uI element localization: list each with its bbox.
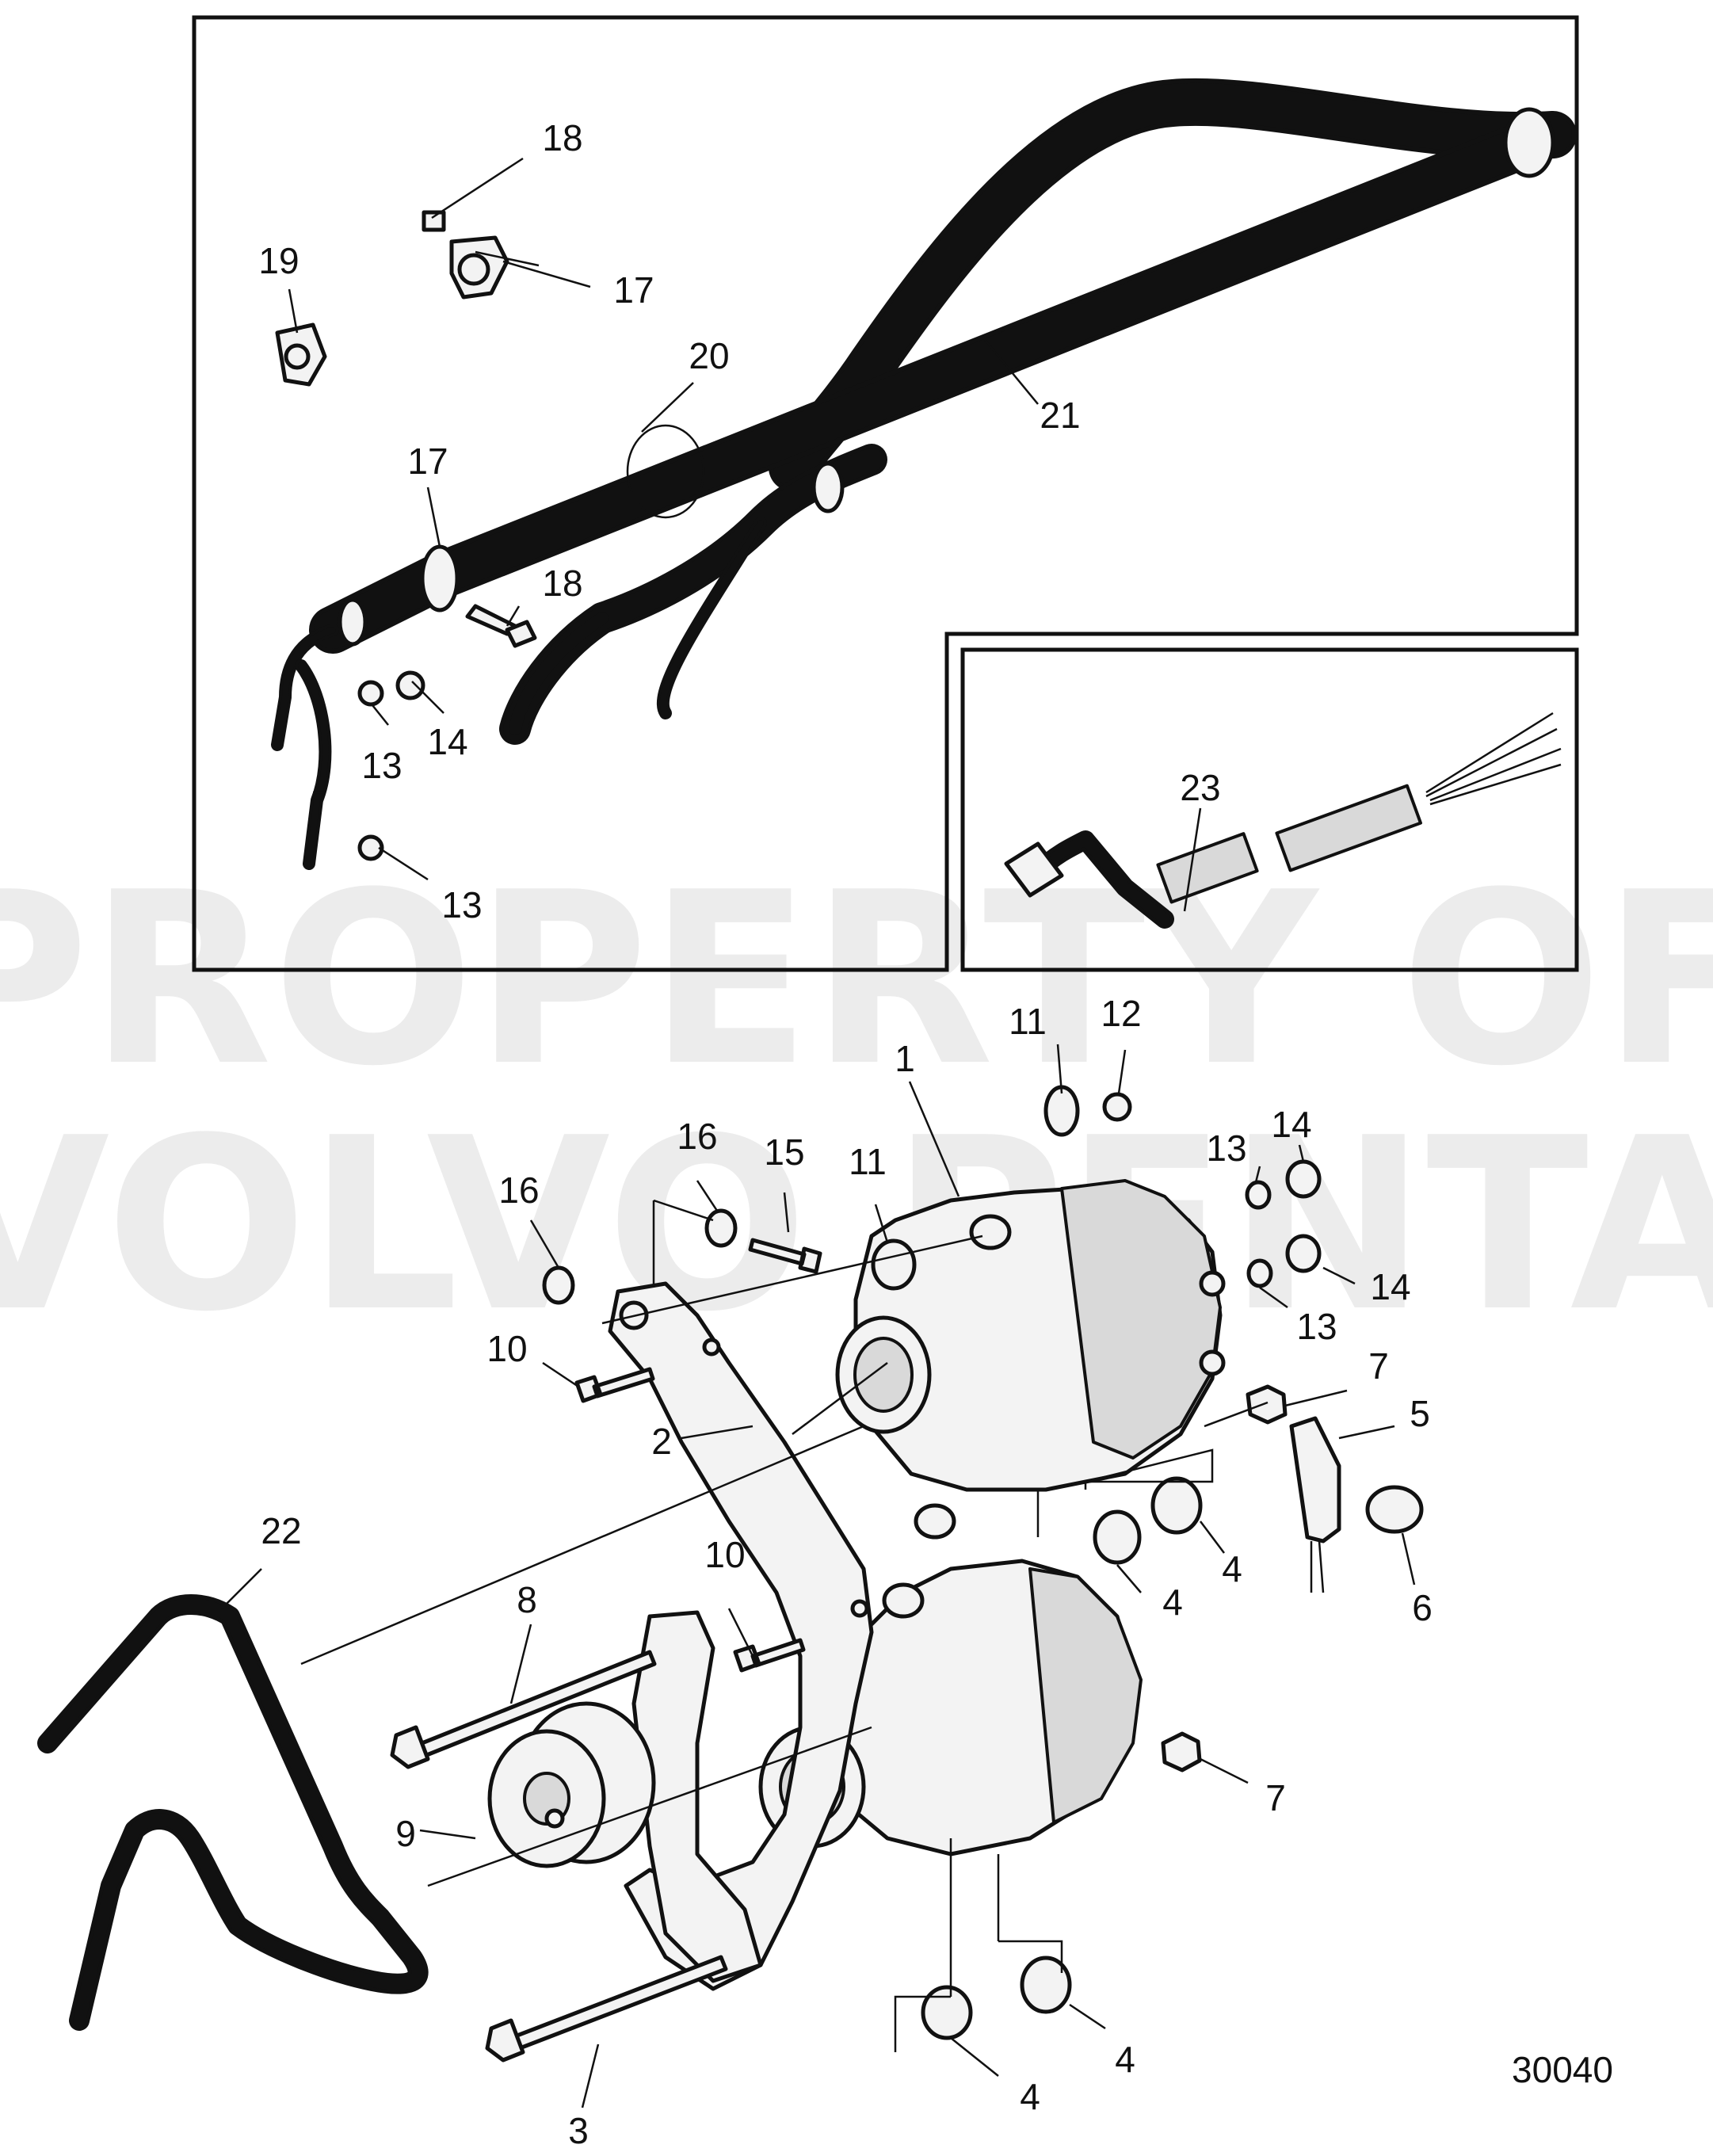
callout-13-a: 13 (361, 745, 402, 786)
alternator-upper (835, 1179, 1226, 1540)
callout-2: 2 (651, 1421, 672, 1462)
callout-19: 19 (258, 240, 299, 281)
callout-13-c: 13 (1206, 1128, 1246, 1169)
callout-16-top: 16 (677, 1116, 717, 1157)
callout-10-lower: 10 (704, 1534, 745, 1575)
bolt-10-upper (574, 1367, 655, 1403)
mounting-bracket-lower (631, 1610, 763, 1983)
callout-16-mid: 16 (498, 1170, 539, 1211)
bushing-4-c (921, 1985, 973, 2040)
sensor-5-lead (1310, 1540, 1325, 1593)
sensor-5 (1289, 1416, 1341, 1544)
washer-16-upper (704, 1208, 738, 1248)
callout-20: 20 (689, 335, 729, 376)
grommet-6 (1365, 1485, 1424, 1534)
callout-14-a: 14 (427, 721, 467, 762)
callout-17-mid: 17 (407, 441, 448, 482)
sensor-cable-frame (960, 647, 1579, 972)
washer-13-a (1245, 1180, 1272, 1210)
callout-6: 6 (1412, 1587, 1433, 1628)
nut-14-a (1285, 1159, 1322, 1199)
callout-4-a: 4 (1222, 1548, 1242, 1589)
nut-7-lower (1161, 1731, 1202, 1772)
bushing-4-a (1093, 1509, 1142, 1565)
callout-7-lower: 7 (1265, 1777, 1286, 1818)
wiring-harness-frame (192, 15, 1579, 972)
callout-23: 23 (1180, 767, 1220, 808)
callout-17-top: 17 (613, 269, 654, 311)
callout-12: 12 (1101, 993, 1141, 1034)
nut-14-b (1285, 1234, 1322, 1273)
bushing-4-b (1150, 1476, 1203, 1535)
long-bolt-8 (390, 1650, 657, 1769)
callout-1: 1 (895, 1038, 915, 1079)
leader-lines (221, 157, 1416, 2108)
poly-v-belt (37, 1594, 429, 2031)
callout-4-b: 4 (1162, 1582, 1183, 1623)
washer-13-b (1246, 1258, 1273, 1288)
callout-3: 3 (568, 2110, 589, 2151)
callout-8: 8 (517, 1579, 537, 1620)
callout-4-d: 4 (1020, 2076, 1040, 2117)
washer-11-upper (1043, 1085, 1080, 1137)
drawing-number: 30040 (1512, 2049, 1613, 2090)
washer-16-lower (542, 1265, 575, 1305)
bushing-4-d (1020, 1956, 1072, 2014)
long-bolt-3 (485, 1955, 728, 2063)
watermark-line1: PROPERTY OF (0, 841, 1713, 1118)
alternator-bracket (608, 1281, 874, 1991)
callout-9: 9 (395, 1813, 416, 1854)
callout-15: 15 (764, 1131, 804, 1173)
bolt-15 (748, 1238, 822, 1274)
washer-11-lower (871, 1238, 917, 1291)
callout-22: 22 (261, 1510, 301, 1551)
nut-7-upper (1246, 1384, 1288, 1425)
callout-14-b: 14 (1271, 1104, 1311, 1145)
callout-labels: 18 19 17 20 21 17 18 13 14 13 23 11 12 1… (258, 117, 1432, 2151)
callout-18-mid: 18 (542, 563, 582, 604)
callout-11-mid: 11 (849, 1141, 887, 1182)
bolt-10-lower (733, 1638, 806, 1673)
callout-4-c: 4 (1115, 2039, 1135, 2080)
callout-14-c: 14 (1370, 1266, 1410, 1307)
nut-12 (1102, 1092, 1132, 1122)
idler-pulley (487, 1701, 656, 1868)
callout-13-b: 13 (441, 884, 482, 925)
callout-11-top: 11 (1009, 1001, 1047, 1042)
callout-10-upper: 10 (486, 1328, 527, 1369)
sensor-cable (1004, 712, 1562, 929)
callout-5: 5 (1410, 1393, 1430, 1434)
wiring-harness (271, 78, 1577, 870)
callout-21: 21 (1040, 395, 1080, 436)
watermark: PROPERTY OF VOLVO PENTA (0, 841, 1713, 1364)
callout-13-d: 13 (1296, 1306, 1337, 1347)
callout-18-top: 18 (542, 117, 582, 158)
callout-7-upper: 7 (1368, 1345, 1389, 1387)
